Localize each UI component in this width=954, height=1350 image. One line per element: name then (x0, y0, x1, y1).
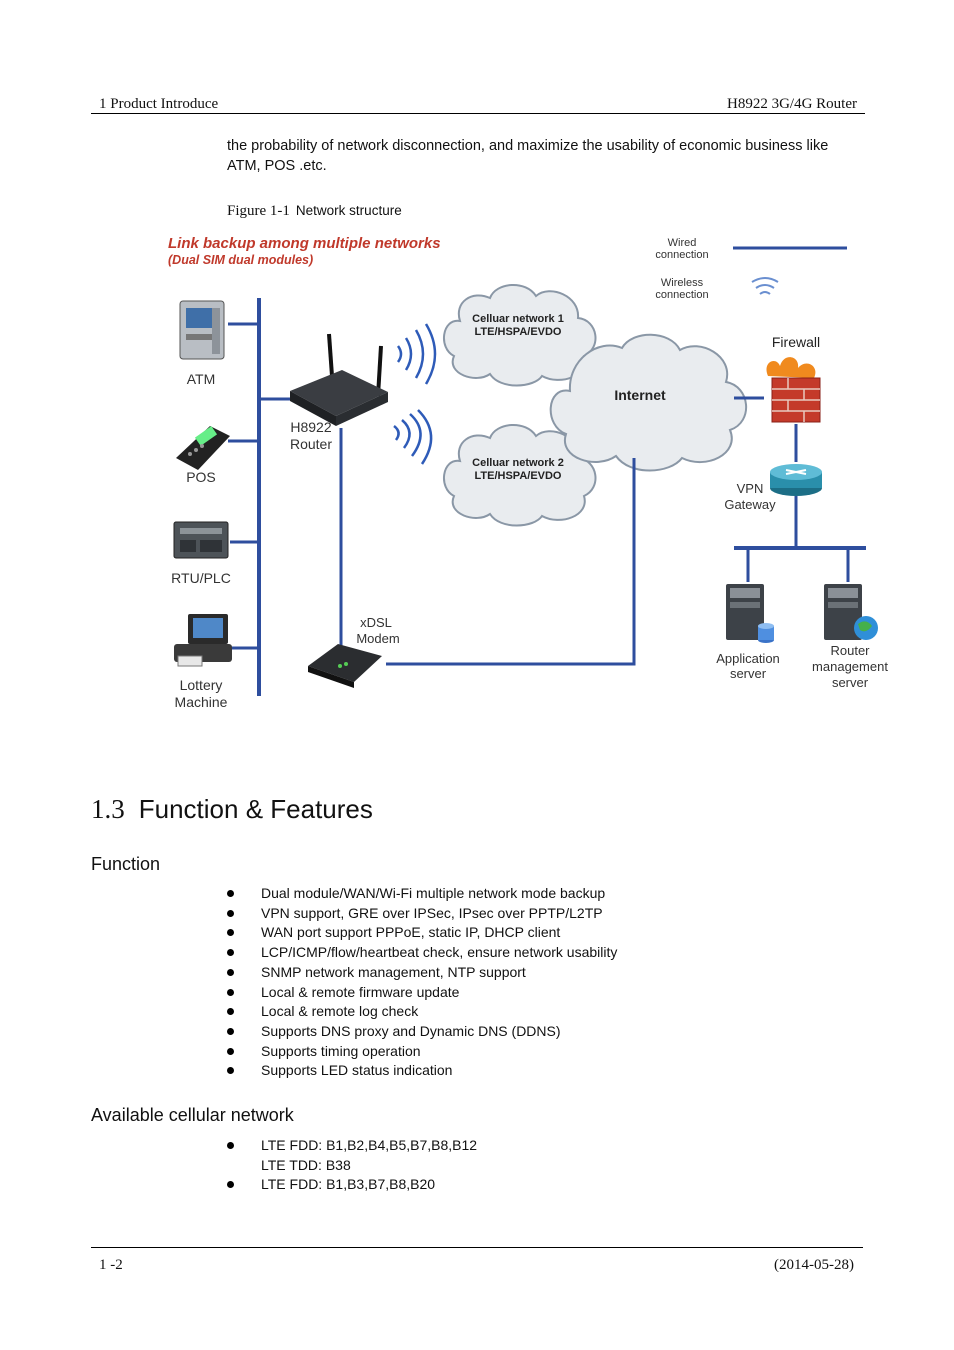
application-server-label-2: server (730, 666, 767, 681)
list-item: Dual module/WAN/Wi-Fi multiple network m… (227, 884, 617, 904)
pos-label: POS (186, 469, 216, 485)
bullet-icon (227, 1027, 234, 1035)
bullet-icon (227, 1008, 234, 1016)
pos-icon (176, 426, 230, 470)
router-management-server-label-3: server (832, 675, 869, 690)
bullet-icon (227, 1181, 234, 1189)
header-chapter: 1 Product Introduce (99, 96, 219, 112)
page-number: 1 -2 (99, 1257, 123, 1273)
list-item-text: Supports DNS proxy and Dynamic DNS (DDNS… (261, 1022, 561, 1039)
rtu-plc-label: RTU/PLC (171, 570, 231, 586)
cellular-network-1-type: LTE/HSPA/EVDO (475, 326, 562, 338)
section-heading: 1.3 Function & Features (91, 794, 373, 825)
cellular-heading: Available cellular network (91, 1105, 294, 1125)
cellular-network-2-type: LTE/HSPA/EVDO (475, 470, 562, 482)
list-item: Supports LED status indication (227, 1061, 617, 1081)
header-product: H8922 3G/4G Router (727, 96, 857, 112)
cellular-network-1-label: Celluar network 1 (472, 313, 564, 325)
cellular-network-2-label: Celluar network 2 (472, 457, 564, 469)
bullet-icon (227, 968, 234, 976)
list-item: LCP/ICMP/flow/heartbeat check, ensure ne… (227, 943, 617, 963)
router-icon (290, 333, 388, 426)
figure-number: Figure 1-1 (227, 203, 290, 219)
list-item-text: WAN port support PPPoE, static IP, DHCP … (261, 924, 561, 941)
lottery-label-1: Lottery (180, 677, 223, 693)
legend-wireless-label-1: Wireless (661, 277, 704, 289)
list-item-text: Supports LED status indication (261, 1062, 453, 1079)
firewall-label: Firewall (772, 334, 820, 350)
list-item-text: Local & remote log check (261, 1003, 419, 1020)
application-server-icon (726, 584, 774, 643)
internet-cloud (549, 333, 747, 472)
legend-wireless-label-2: connection (655, 289, 708, 301)
section-number: 1.3 (91, 794, 125, 824)
bullet-icon (227, 949, 234, 957)
list-item-text: Dual module/WAN/Wi-Fi multiple network m… (261, 885, 606, 901)
list-item-text: LCP/ICMP/flow/heartbeat check, ensure ne… (261, 944, 618, 961)
bullet-icon (227, 1047, 234, 1055)
footer-rule (91, 1247, 863, 1248)
diagram-title: Link backup among multiple networks (168, 235, 441, 252)
list-item: LTE FDD: B1,B3,B7,B8,B20 (227, 1175, 477, 1195)
list-item-text: LTE FDD: B1,B2,B4,B5,B7,B8,B12 (261, 1137, 478, 1153)
atm-icon (179, 300, 225, 360)
figure-caption: Figure 1-1 Network structure (227, 203, 402, 220)
function-list: Dual module/WAN/Wi-Fi multiple network m… (227, 884, 617, 1081)
atm-label: ATM (187, 371, 216, 387)
application-server-label-1: Application (716, 651, 780, 666)
list-item: SNMP network management, NTP support (227, 963, 617, 983)
vpn-gateway-icon (770, 464, 822, 496)
wireless-waves-lower-icon (393, 409, 433, 465)
list-item: WAN port support PPPoE, static IP, DHCP … (227, 923, 617, 943)
list-item: Local & remote log check (227, 1002, 617, 1022)
section-title: Function & Features (138, 794, 373, 824)
list-item: Local & remote firmware update (227, 983, 617, 1003)
lottery-label-2: Machine (175, 694, 228, 710)
bullet-icon (227, 988, 234, 996)
router-label-1: H8922 (290, 419, 331, 435)
bullet-icon (227, 1067, 234, 1075)
list-item-text: Supports timing operation (261, 1042, 421, 1059)
list-item-text: LTE FDD: B1,B3,B7,B8,B20 (261, 1176, 436, 1193)
wireless-waves-upper-icon (396, 323, 437, 385)
legend-wired-label-1: Wired (668, 237, 697, 249)
xdsl-modem-label-2: Modem (356, 631, 399, 646)
network-structure-diagram: Link backup among multiple networks (Dua… (168, 235, 888, 710)
router-management-server-icon (824, 584, 878, 640)
list-item-text: VPN support, GRE over IPSec, IPsec over … (261, 904, 603, 921)
bullet-icon (227, 1142, 234, 1149)
xdsl-modem-label-1: xDSL (360, 615, 392, 630)
function-heading: Function (91, 854, 161, 874)
header-rule (91, 113, 865, 114)
list-item-text-continued: LTE TDD: B38 (261, 1156, 351, 1173)
vpn-gateway-label-2: Gateway (724, 497, 776, 512)
vpn-gateway-label-1: VPN (737, 481, 764, 496)
firewall-icon (766, 357, 821, 423)
router-management-server-label-1: Router (830, 643, 870, 658)
list-item: VPN support, GRE over IPSec, IPsec over … (227, 904, 617, 924)
list-item: Supports timing operation (227, 1042, 617, 1062)
list-item-text: Local & remote firmware update (261, 983, 460, 1000)
modem-to-internet-line (386, 458, 636, 666)
lottery-machine-icon (174, 614, 232, 667)
router-management-server-label-2: management (812, 659, 888, 674)
bullet-icon (227, 890, 234, 897)
rtu-plc-icon (173, 521, 229, 559)
router-label-2: Router (290, 436, 332, 452)
xdsl-modem-icon (308, 644, 382, 688)
legend-wired-label-2: connection (655, 249, 708, 261)
bullet-icon (227, 909, 234, 917)
diagram-subtitle: (Dual SIM dual modules) (168, 253, 313, 267)
bullet-icon (227, 929, 234, 937)
list-item: Supports DNS proxy and Dynamic DNS (DDNS… (227, 1022, 617, 1042)
legend-wireless-icon (751, 277, 779, 295)
figure-caption-text: Network structure (295, 203, 402, 218)
cellular-network-2-cloud (442, 423, 597, 527)
intro-paragraph: the probability of network disconnection… (227, 138, 829, 174)
internet-label: Internet (614, 387, 666, 403)
document-date: (2014-05-28) (774, 1257, 854, 1273)
list-item-text: SNMP network management, NTP support (261, 963, 526, 980)
